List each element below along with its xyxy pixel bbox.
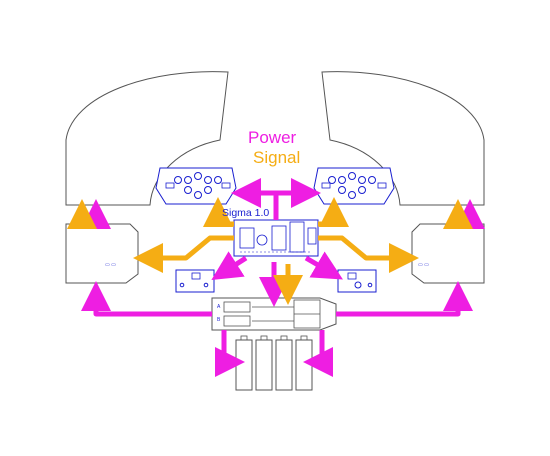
power-to-left-module [211, 251, 248, 281]
left-lower-housing [65, 223, 139, 284]
power-harness-to-battery-left [215, 330, 245, 377]
signal-to-left-housing [133, 235, 234, 273]
battery-pack [235, 335, 313, 391]
signal-to-right-housing [318, 235, 419, 273]
signal-lines [67, 197, 473, 305]
power-to-right-module [304, 251, 343, 280]
harness-tag-a: A [217, 304, 221, 310]
power-lines [81, 178, 485, 377]
power-harness-to-battery-right [303, 330, 333, 377]
sigma-controller-board [233, 219, 319, 257]
legend-power-label: Power [248, 128, 297, 147]
signal-to-right-panel [318, 197, 349, 227]
legend-signal-label: Signal [253, 148, 301, 167]
left-housing-connector-tag: ▭ ▭ [105, 262, 116, 268]
wiring-harness [211, 297, 337, 331]
right-housing-connector-tag: ▭ ▭ [418, 262, 429, 268]
controller-title: Sigma 1.0 [222, 207, 270, 219]
power-to-right-housing [336, 281, 473, 317]
signal-to-left-panel [203, 197, 234, 227]
left-small-module [175, 269, 215, 293]
right-small-module [337, 269, 377, 293]
right-lower-housing [411, 223, 485, 284]
harness-tag-b: B [217, 317, 221, 323]
power-to-left-housing [81, 281, 212, 317]
right-button-panel [313, 167, 395, 205]
left-button-panel [155, 167, 237, 205]
